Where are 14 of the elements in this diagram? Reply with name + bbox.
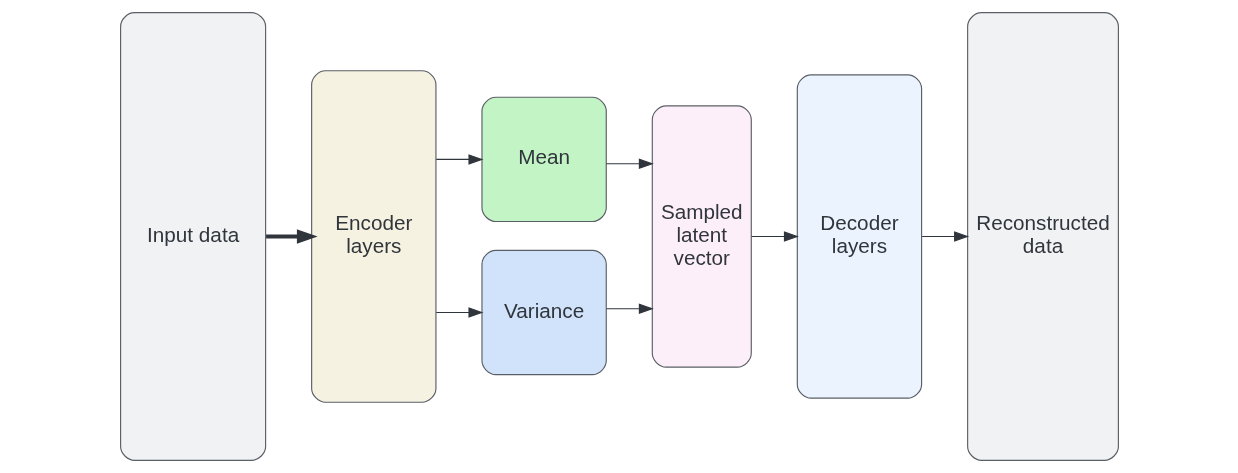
arrow <box>435 307 483 318</box>
node-box: Reconstructed data <box>966 12 1119 461</box>
node-box: Decoder layers <box>796 74 922 399</box>
node-box: Input data <box>119 12 266 461</box>
arrow <box>921 231 969 242</box>
node-box: Sampled latent vector <box>651 105 752 368</box>
node-box: Variance <box>480 249 607 376</box>
node-box: Mean <box>480 96 607 223</box>
arrow <box>750 231 799 242</box>
arrow <box>435 154 483 165</box>
arrow <box>265 229 318 244</box>
arrow <box>605 158 654 169</box>
arrow <box>605 303 654 314</box>
node-box: Encoder layers <box>310 70 436 403</box>
